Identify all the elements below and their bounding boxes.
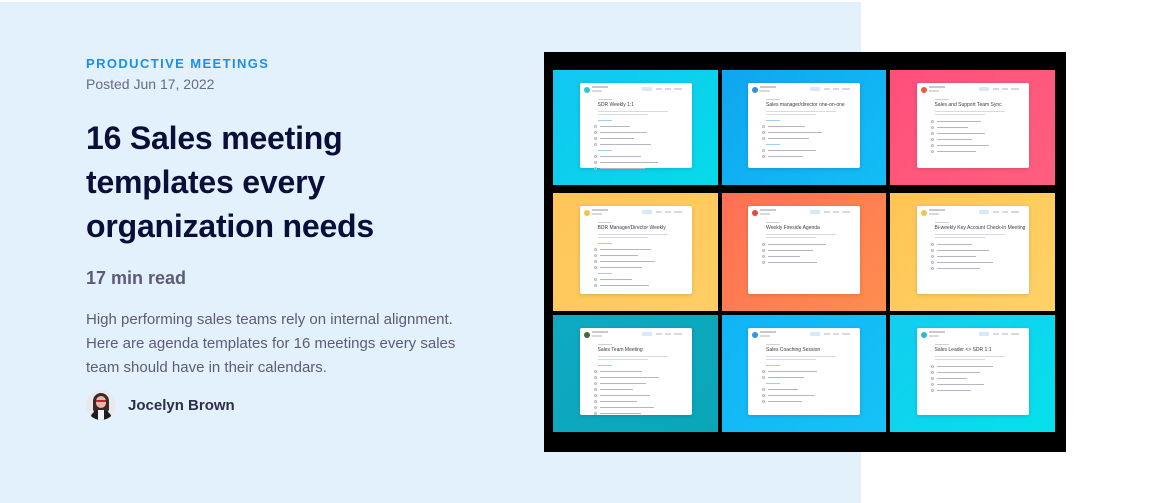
posted-date: Posted Jun 17, 2022	[86, 76, 215, 92]
template-title: Sales Leader <> SDR 1:1	[934, 347, 992, 353]
author-name: Jocelyn Brown	[128, 396, 235, 414]
read-time: 17 min read	[86, 268, 187, 288]
template-card: Sales Team Meeting	[579, 328, 692, 415]
template-thumbnail: Bi-weekly Key Account Check-in Meeting	[890, 193, 1055, 311]
template-title: Bi-weekly Key Account Check-in Meeting	[934, 225, 1026, 231]
template-thumbnail: Sales manager/director one-on-one	[722, 70, 886, 185]
template-title: Sales Coaching Session	[766, 347, 821, 353]
template-card: Bi-weekly Key Account Check-in Meeting	[916, 206, 1029, 294]
template-title: Sales Team Meeting	[597, 347, 643, 353]
article-title[interactable]: 16 Sales meeting templates every organiz…	[86, 120, 374, 244]
template-card: Sales manager/director one-on-one	[748, 83, 860, 168]
category-link[interactable]: PRODUCTIVE MEETINGS	[86, 56, 270, 71]
template-title: Sales manager/director one-on-one	[766, 102, 845, 108]
template-card: Weekly Fireside Agenda	[748, 206, 860, 294]
template-thumbnail: Weekly Fireside Agenda	[722, 193, 886, 311]
author-byline[interactable]: Jocelyn Brown	[86, 390, 235, 420]
template-title: Weekly Fireside Agenda	[766, 225, 820, 231]
template-card: Sales Leader <> SDR 1:1	[916, 328, 1029, 415]
template-thumbnail: Sales Coaching Session	[722, 315, 886, 432]
template-thumbnail: BDR Manager/Director Weekly	[553, 193, 718, 311]
template-card: Sales Coaching Session	[748, 328, 860, 415]
template-card: Sales and Support Team Sync	[916, 83, 1029, 168]
template-title: SDR Weekly 1:1	[597, 102, 635, 108]
template-thumbnail: SDR Weekly 1:1	[553, 70, 718, 185]
template-title: BDR Manager/Director Weekly	[597, 225, 666, 231]
template-thumbnail: Sales Team Meeting	[553, 315, 718, 432]
author-avatar-icon	[86, 390, 116, 420]
template-thumbnail: Sales Leader <> SDR 1:1	[890, 315, 1055, 432]
template-card: SDR Weekly 1:1	[579, 83, 692, 170]
template-card: BDR Manager/Director Weekly	[579, 206, 692, 294]
template-thumbnail: Sales and Support Team Sync	[890, 70, 1055, 185]
template-title: Sales and Support Team Sync	[934, 102, 1002, 108]
article-summary: High performing sales teams rely on inte…	[86, 311, 456, 376]
hero-image[interactable]: SDR Weekly 1:1 Sales manager/director on…	[544, 52, 1066, 452]
